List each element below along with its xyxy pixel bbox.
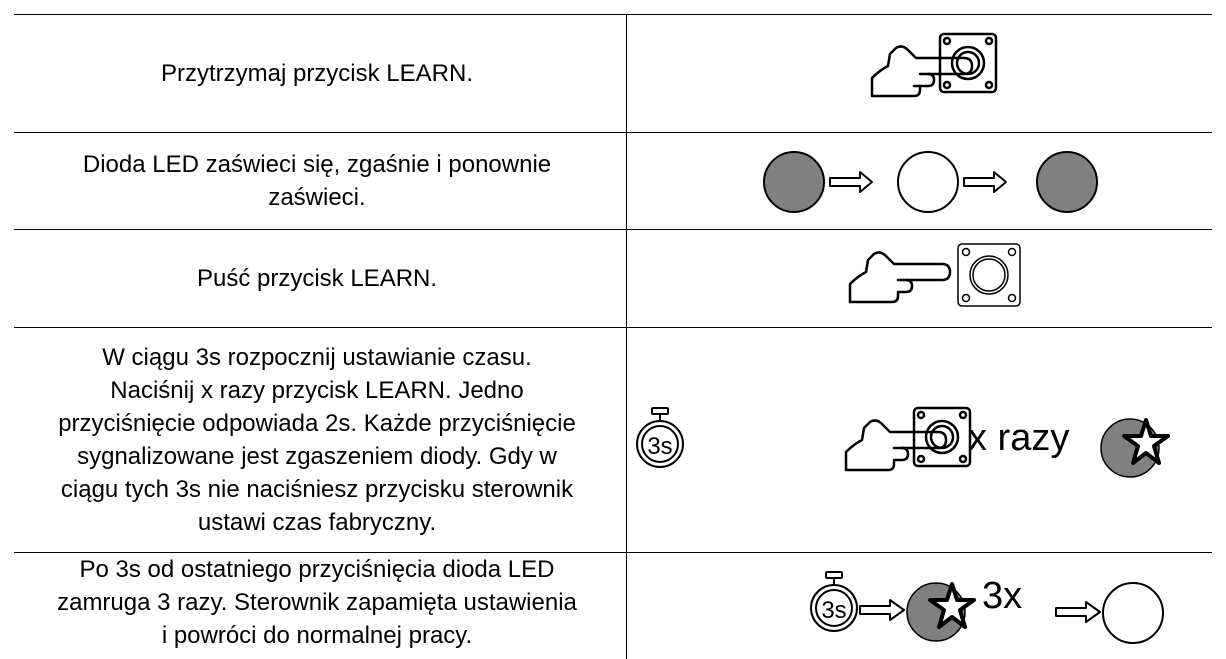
led-off-icon [1102,582,1164,644]
hand-pressing-button-icon [844,406,972,472]
table-border-row3 [14,327,1212,328]
instruction-text-set-time: W ciągu 3s rozpocznij ustawianie czasu. … [58,344,576,536]
led-on-icon [763,151,825,213]
arrow-right-icon [829,171,873,193]
table-border-row2 [14,229,1212,230]
instruction-cell-1: Przytrzymaj przycisk LEARN. [14,15,620,132]
led-off-icon [897,151,959,213]
table-border-row1 [14,132,1212,133]
hand-pressing-button-icon [870,32,998,98]
instruction-cell-2: Dioda LED zaświeci się, zgaśnie i ponown… [14,133,620,229]
arrow-right-icon [859,599,905,621]
table-column-divider [626,14,627,659]
table-border-top [14,14,1212,15]
led-blink-star-icon [1100,418,1170,478]
instruction-text-confirm: Po 3s od ostatniego przyciśnięcia dioda … [57,556,577,649]
arrow-right-icon [1055,601,1101,623]
stopwatch-icon: 3s [636,407,684,468]
arrow-right-icon [963,171,1007,193]
x-times-label: x razy [968,417,1070,459]
stopwatch-label: 3s [647,433,672,460]
instruction-cell-3: Puść przycisk LEARN. [14,230,620,327]
instruction-text-led-blink: Dioda LED zaświeci się, zgaśnie i ponown… [82,151,552,211]
stopwatch-label: 3s [821,597,846,624]
hand-released-button-icon [848,243,1021,307]
blink-count-label: 3x [982,575,1023,617]
led-on-icon [1036,151,1098,213]
instruction-text-hold-learn: Przytrzymaj przycisk LEARN. [160,60,474,87]
instruction-cell-4: W ciągu 3s rozpocznij ustawianie czasu. … [14,328,620,552]
instruction-text-release-learn: Puść przycisk LEARN. [196,265,438,292]
led-sequence-icon [763,151,1098,213]
led-blink-star-icon [906,582,976,642]
table-border-row4 [14,552,1212,553]
stopwatch-icon: 3s [810,571,858,632]
instruction-cell-5: Po 3s od ostatniego przyciśnięcia dioda … [14,553,620,659]
